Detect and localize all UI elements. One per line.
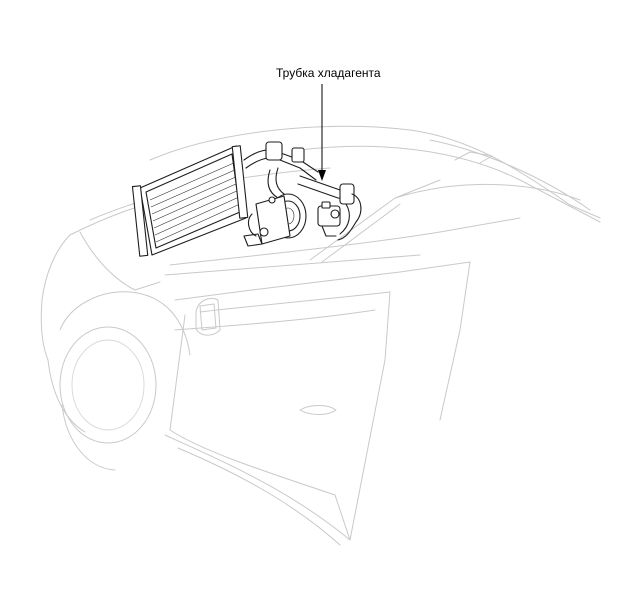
refrigerant-lines (243, 141, 362, 241)
leader-arrow (318, 84, 326, 181)
compressor (243, 193, 307, 247)
expansion-valve (317, 201, 341, 237)
car-body (40, 125, 601, 546)
condenser (131, 145, 249, 257)
refrigerant-tube-label: Трубка хладагента (276, 66, 381, 80)
